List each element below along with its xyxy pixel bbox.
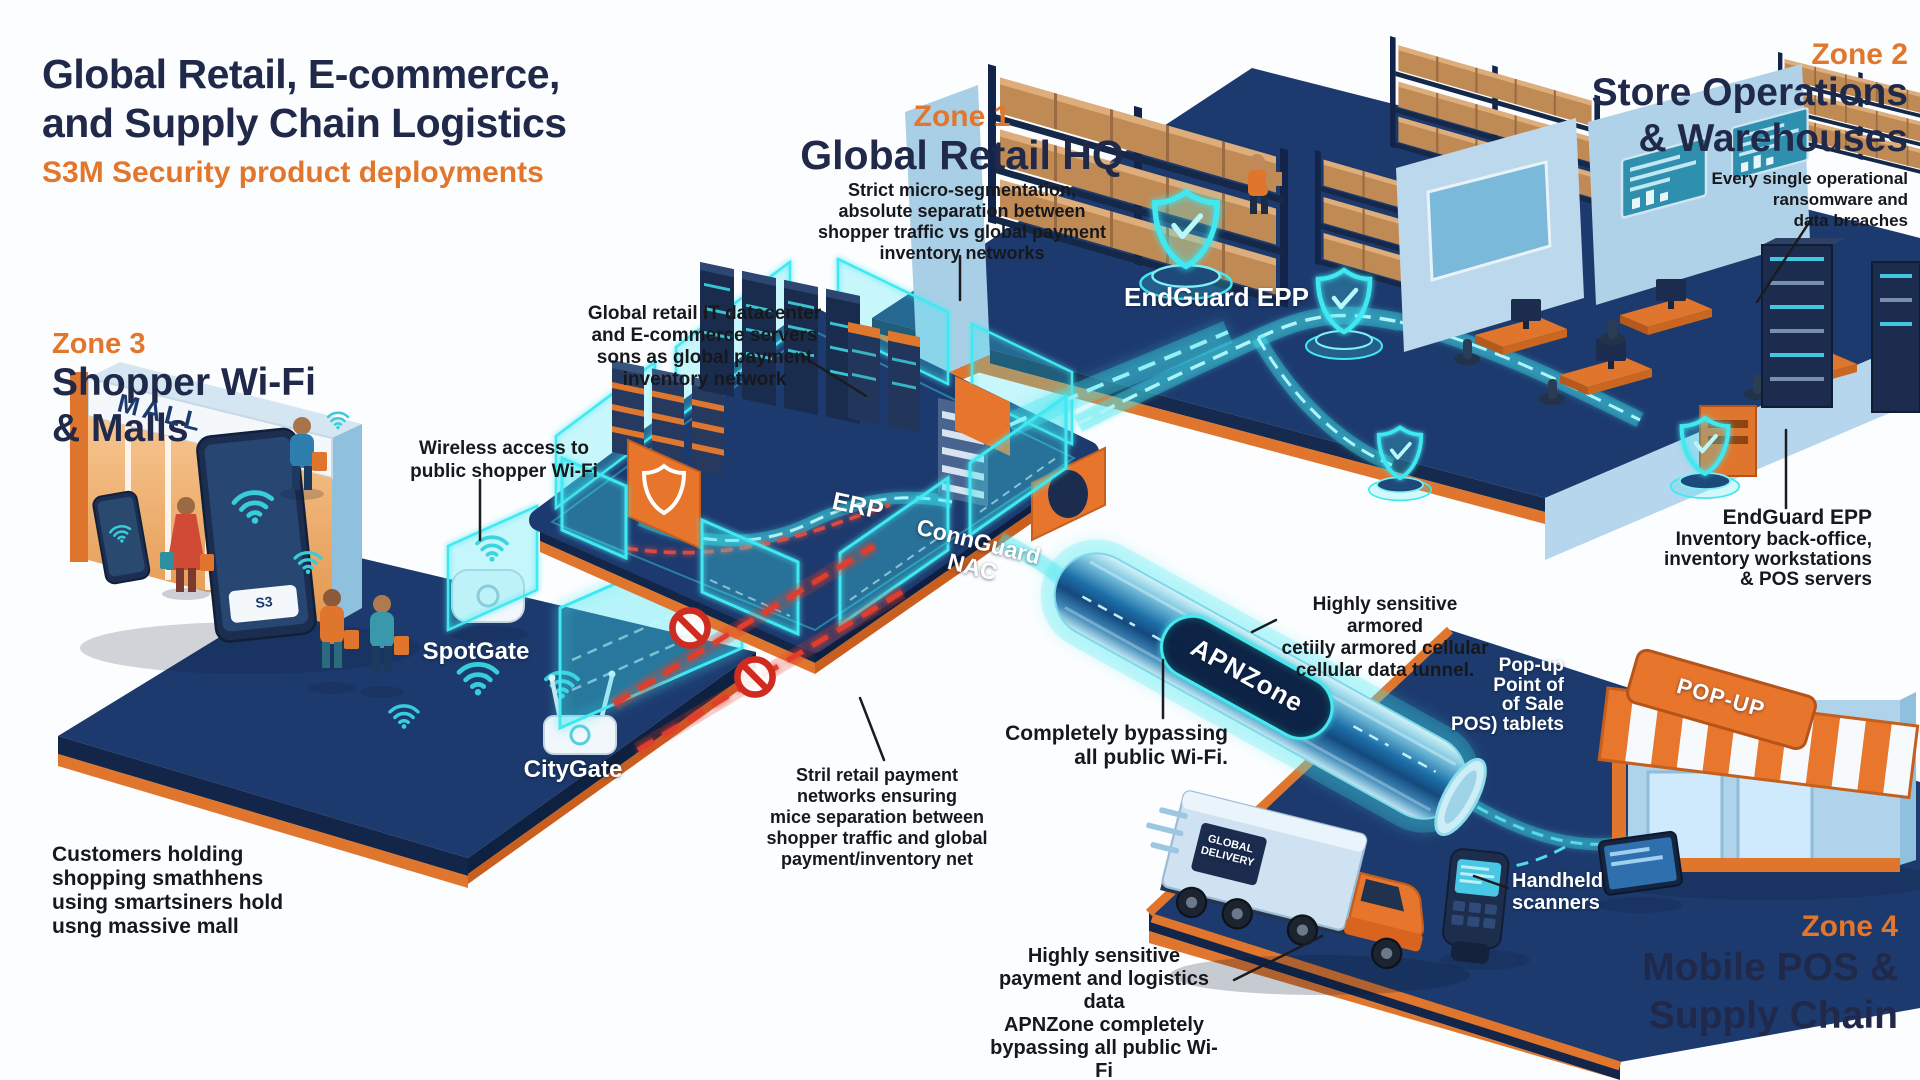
server-rack <box>848 322 920 434</box>
zone1-title: Global Retail HQ <box>800 132 1124 178</box>
annotation-handheld: Handheld scanners <box>1512 870 1604 914</box>
security-gate-panel <box>446 504 539 632</box>
shopper-figure <box>360 595 409 698</box>
server-rack <box>612 360 724 476</box>
worker-figure <box>1248 154 1282 214</box>
server-rack <box>700 262 860 425</box>
zone2-title: Store Operations & Warehouses <box>1591 71 1908 160</box>
annotation-armored-tunnel: Highly sensitive armored cetiily armored… <box>1281 594 1489 681</box>
no-entry-icon <box>672 610 707 645</box>
zone1-label: Zone 1 <box>913 100 1011 133</box>
delivery-truck <box>1146 790 1425 970</box>
store-sign <box>1625 648 1817 751</box>
apnzone-tunnel <box>1040 539 1487 837</box>
orange-edge-block <box>955 376 1106 542</box>
spotgate-label: SpotGate <box>422 638 530 665</box>
smartphone <box>92 490 151 585</box>
shopper-figure <box>280 417 327 500</box>
zone2-description: Every single operational ransomware and … <box>1711 169 1908 230</box>
zone2-warehouse-illustration <box>872 36 1920 560</box>
annotation-wireless-access: Wireless access to public shopper Wi-Fi <box>410 438 598 482</box>
zone1-hq-illustration <box>529 257 1233 674</box>
annotation-bypassing: Completely bypassing all public Wi-Fi. <box>1005 722 1228 769</box>
apnzone-label-pill <box>1160 614 1334 740</box>
zone2-label: Zone 2 <box>1811 38 1908 71</box>
annotation-strict-networks: Stril retail payment networks ensuring m… <box>766 765 988 869</box>
citygate-label: CityGate <box>523 756 623 783</box>
page-subtitle: S3M Security product deployments <box>42 156 544 189</box>
shopper-figure <box>160 497 214 600</box>
blocked-traffic-beam <box>609 539 907 757</box>
annotation-logistics: Highly sensitive payment and logistics d… <box>990 945 1218 1080</box>
annotation-customers: Customers holding shopping smathhens usi… <box>52 843 284 938</box>
no-entry-icon <box>737 659 772 694</box>
shopper-figure <box>308 589 359 694</box>
annotation-datacenter: Global retail IT datacenter and E-commer… <box>587 303 822 390</box>
zone4-label: Zone 4 <box>1801 910 1898 943</box>
zone3-label: Zone 3 <box>52 328 146 360</box>
endguard-epp-label: EndGuard EPP <box>1124 282 1309 312</box>
annotation-endguard-title: EndGuard EPP <box>1722 506 1872 529</box>
annotation-popup-pos: Pop-up Point of of Sale POS) tablets <box>1451 655 1564 735</box>
shield-icon <box>627 438 701 550</box>
zone4-title: Mobile POS & Supply Chain <box>1642 946 1898 1037</box>
smartphone <box>196 427 317 643</box>
annotation-endguard-lines: Inventory back-office, inventory worksta… <box>1664 529 1872 590</box>
warehouse-server-rack <box>1761 238 1920 413</box>
zone3-title: Shopper Wi-Fi & Malls <box>52 361 316 450</box>
zone1-description: Strict micro-segmentation, absolute sepa… <box>817 180 1107 263</box>
zone3-mall-illustration <box>58 362 756 888</box>
pos-tablet <box>1597 830 1683 896</box>
annotation-connectors <box>478 216 1814 982</box>
page-title: Global Retail, E-commerce, and Supply Ch… <box>42 51 567 146</box>
